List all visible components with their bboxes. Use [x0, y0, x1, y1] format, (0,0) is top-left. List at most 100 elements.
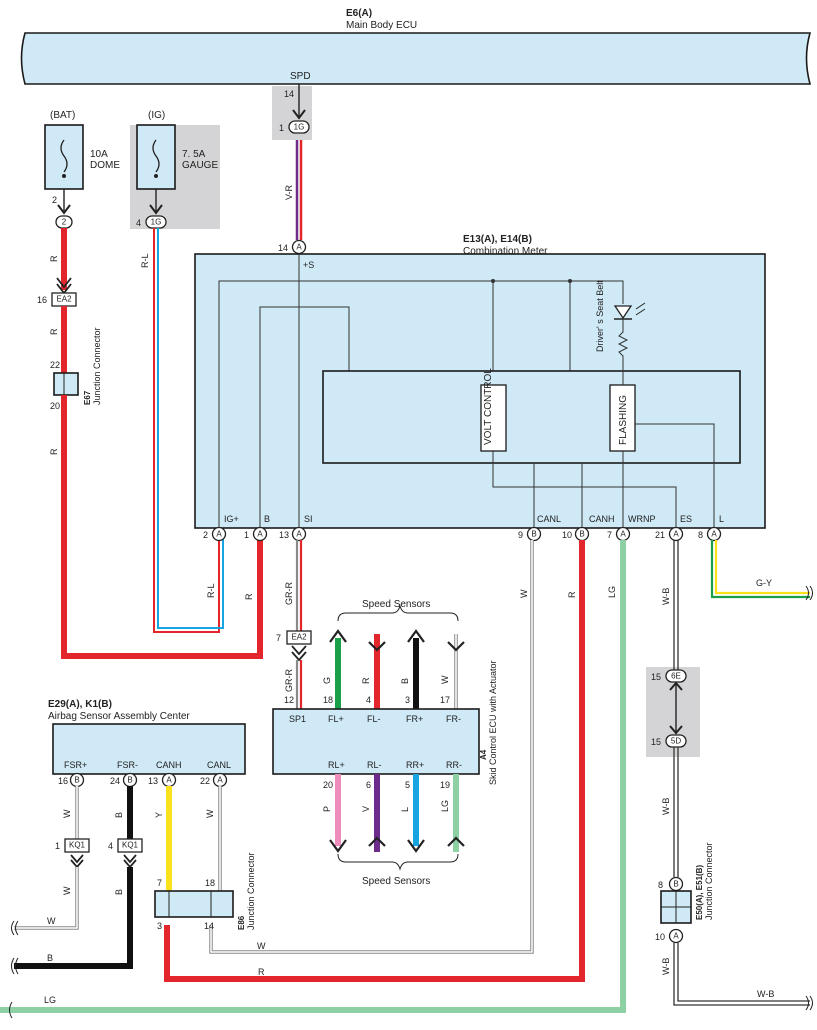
svg-text:16: 16 — [37, 295, 47, 305]
svg-text:B: B — [400, 678, 410, 684]
speed-sensor-rl-wires: P V — [322, 774, 386, 853]
meter-pin-ig-plus: IG+A2 — [203, 514, 239, 542]
svg-text:14: 14 — [278, 243, 288, 253]
svg-text:L: L — [719, 514, 724, 524]
connector-5d — [665, 734, 687, 748]
svg-text:KQ1: KQ1 — [69, 841, 86, 850]
svg-text:2: 2 — [52, 195, 57, 205]
svg-text:SP1: SP1 — [289, 714, 306, 724]
svg-text:A: A — [217, 776, 223, 785]
svg-text:10A: 10A — [90, 149, 108, 160]
svg-text:A: A — [673, 932, 679, 941]
svg-text:LG: LG — [440, 800, 450, 812]
svg-text:A: A — [296, 530, 302, 539]
svg-text:W: W — [62, 886, 72, 895]
svg-text:Skid Control ECU with Actuator: Skid Control ECU with Actuator — [488, 660, 498, 785]
airbag-sensor-assembly: E29(A), K1(B) Airbag Sensor Assembly Cen… — [48, 699, 246, 788]
svg-text:B: B — [531, 530, 536, 539]
svg-text:7. 5A: 7. 5A — [182, 149, 206, 160]
svg-text:6: 6 — [366, 780, 371, 790]
svg-text:G-Y: G-Y — [756, 578, 772, 588]
svg-text:R-L: R-L — [206, 583, 216, 598]
svg-text:A4: A4 — [479, 749, 488, 760]
svg-text:Airbag Sensor Assembly Center: Airbag Sensor Assembly Center — [48, 711, 190, 722]
fuse-dome: (BAT) 10A DOME 2 2 — [44, 110, 120, 229]
svg-text:A: A — [216, 530, 222, 539]
svg-text:ES: ES — [680, 514, 692, 524]
svg-text:E50(A), E51(B): E50(A), E51(B) — [695, 865, 704, 920]
svg-text:A: A — [620, 530, 626, 539]
svg-text:7: 7 — [607, 530, 612, 540]
svg-text:1: 1 — [55, 841, 60, 851]
svg-text:SI: SI — [304, 514, 313, 524]
svg-text:A: A — [711, 530, 717, 539]
svg-text:R-L: R-L — [140, 253, 150, 268]
svg-text:5: 5 — [405, 780, 410, 790]
svg-text:(BAT): (BAT) — [50, 110, 75, 121]
svg-text:9: 9 — [518, 530, 523, 540]
svg-text:R: R — [244, 593, 254, 600]
svg-text:10: 10 — [655, 932, 665, 942]
svg-text:EA2: EA2 — [56, 295, 72, 304]
svg-text:WRNP: WRNP — [628, 514, 656, 524]
svg-text:6E: 6E — [671, 672, 681, 681]
connector-kq1-a — [64, 838, 90, 853]
svg-text:EA2: EA2 — [291, 633, 307, 642]
svg-text:24: 24 — [110, 776, 120, 786]
connector-kq1-b — [117, 838, 143, 853]
svg-text:KQ1: KQ1 — [122, 841, 139, 850]
svg-text:18: 18 — [323, 695, 333, 705]
svg-text:CANL: CANL — [537, 514, 561, 524]
combination-meter: E13(A), E14(B) Combination Meter 14 A +S… — [194, 234, 766, 542]
svg-text:8: 8 — [698, 530, 703, 540]
svg-text:Junction Connector: Junction Connector — [704, 842, 714, 920]
svg-text:13: 13 — [148, 776, 158, 786]
svg-text:17: 17 — [440, 695, 450, 705]
connector-1g — [288, 120, 310, 134]
svg-text:1: 1 — [279, 123, 284, 133]
svg-text:W-B: W-B — [661, 958, 671, 975]
svg-text:W: W — [47, 916, 56, 926]
svg-text:B: B — [74, 776, 79, 785]
svg-text:GR-R: GR-R — [284, 582, 294, 605]
svg-text:A: A — [257, 530, 263, 539]
svg-text:15: 15 — [651, 672, 661, 682]
svg-text:15: 15 — [651, 737, 661, 747]
svg-text:W: W — [205, 809, 215, 818]
svg-text:R: R — [49, 448, 59, 455]
speed-sensor-fr-wires — [407, 629, 465, 709]
speed-sensors-bottom-label: Speed Sensors — [362, 876, 430, 887]
svg-text:E67: E67 — [83, 390, 92, 405]
speed-sensors-top-label: Speed Sensors — [362, 599, 430, 610]
svg-text:20: 20 — [323, 780, 333, 790]
meter-pin-b: BA1 — [244, 514, 270, 542]
svg-text:A: A — [673, 530, 679, 539]
svg-text:FLASHING: FLASHING — [618, 395, 629, 445]
svg-text:FL+: FL+ — [328, 714, 344, 724]
svg-text:W: W — [440, 675, 450, 684]
svg-text:G: G — [322, 677, 332, 684]
main-body-ecu: E6(A) Main Body ECU SPD 14 — [20, 8, 812, 99]
svg-text:B: B — [673, 880, 678, 889]
svg-text:V-R: V-R — [284, 184, 294, 200]
svg-text:FSR-: FSR- — [117, 760, 138, 770]
svg-text:CANL: CANL — [207, 760, 231, 770]
svg-text:B: B — [114, 812, 124, 818]
svg-text:IG+: IG+ — [224, 514, 239, 524]
svg-text:Driver' s Seat Belt: Driver' s Seat Belt — [595, 280, 605, 352]
svg-text:22: 22 — [200, 776, 210, 786]
svg-text:R: R — [49, 255, 59, 262]
svg-text:GAUGE: GAUGE — [182, 160, 218, 171]
svg-text:R: R — [361, 677, 371, 684]
svg-text:B: B — [114, 889, 124, 895]
svg-text:13: 13 — [279, 530, 289, 540]
svg-text:+S: +S — [303, 260, 314, 270]
svg-text:FR+: FR+ — [406, 714, 423, 724]
svg-text:DOME: DOME — [90, 160, 120, 171]
svg-text:VOLT CONTROL: VOLT CONTROL — [483, 368, 494, 445]
spd-pin-label: SPD — [290, 71, 311, 82]
svg-text:19: 19 — [440, 780, 450, 790]
